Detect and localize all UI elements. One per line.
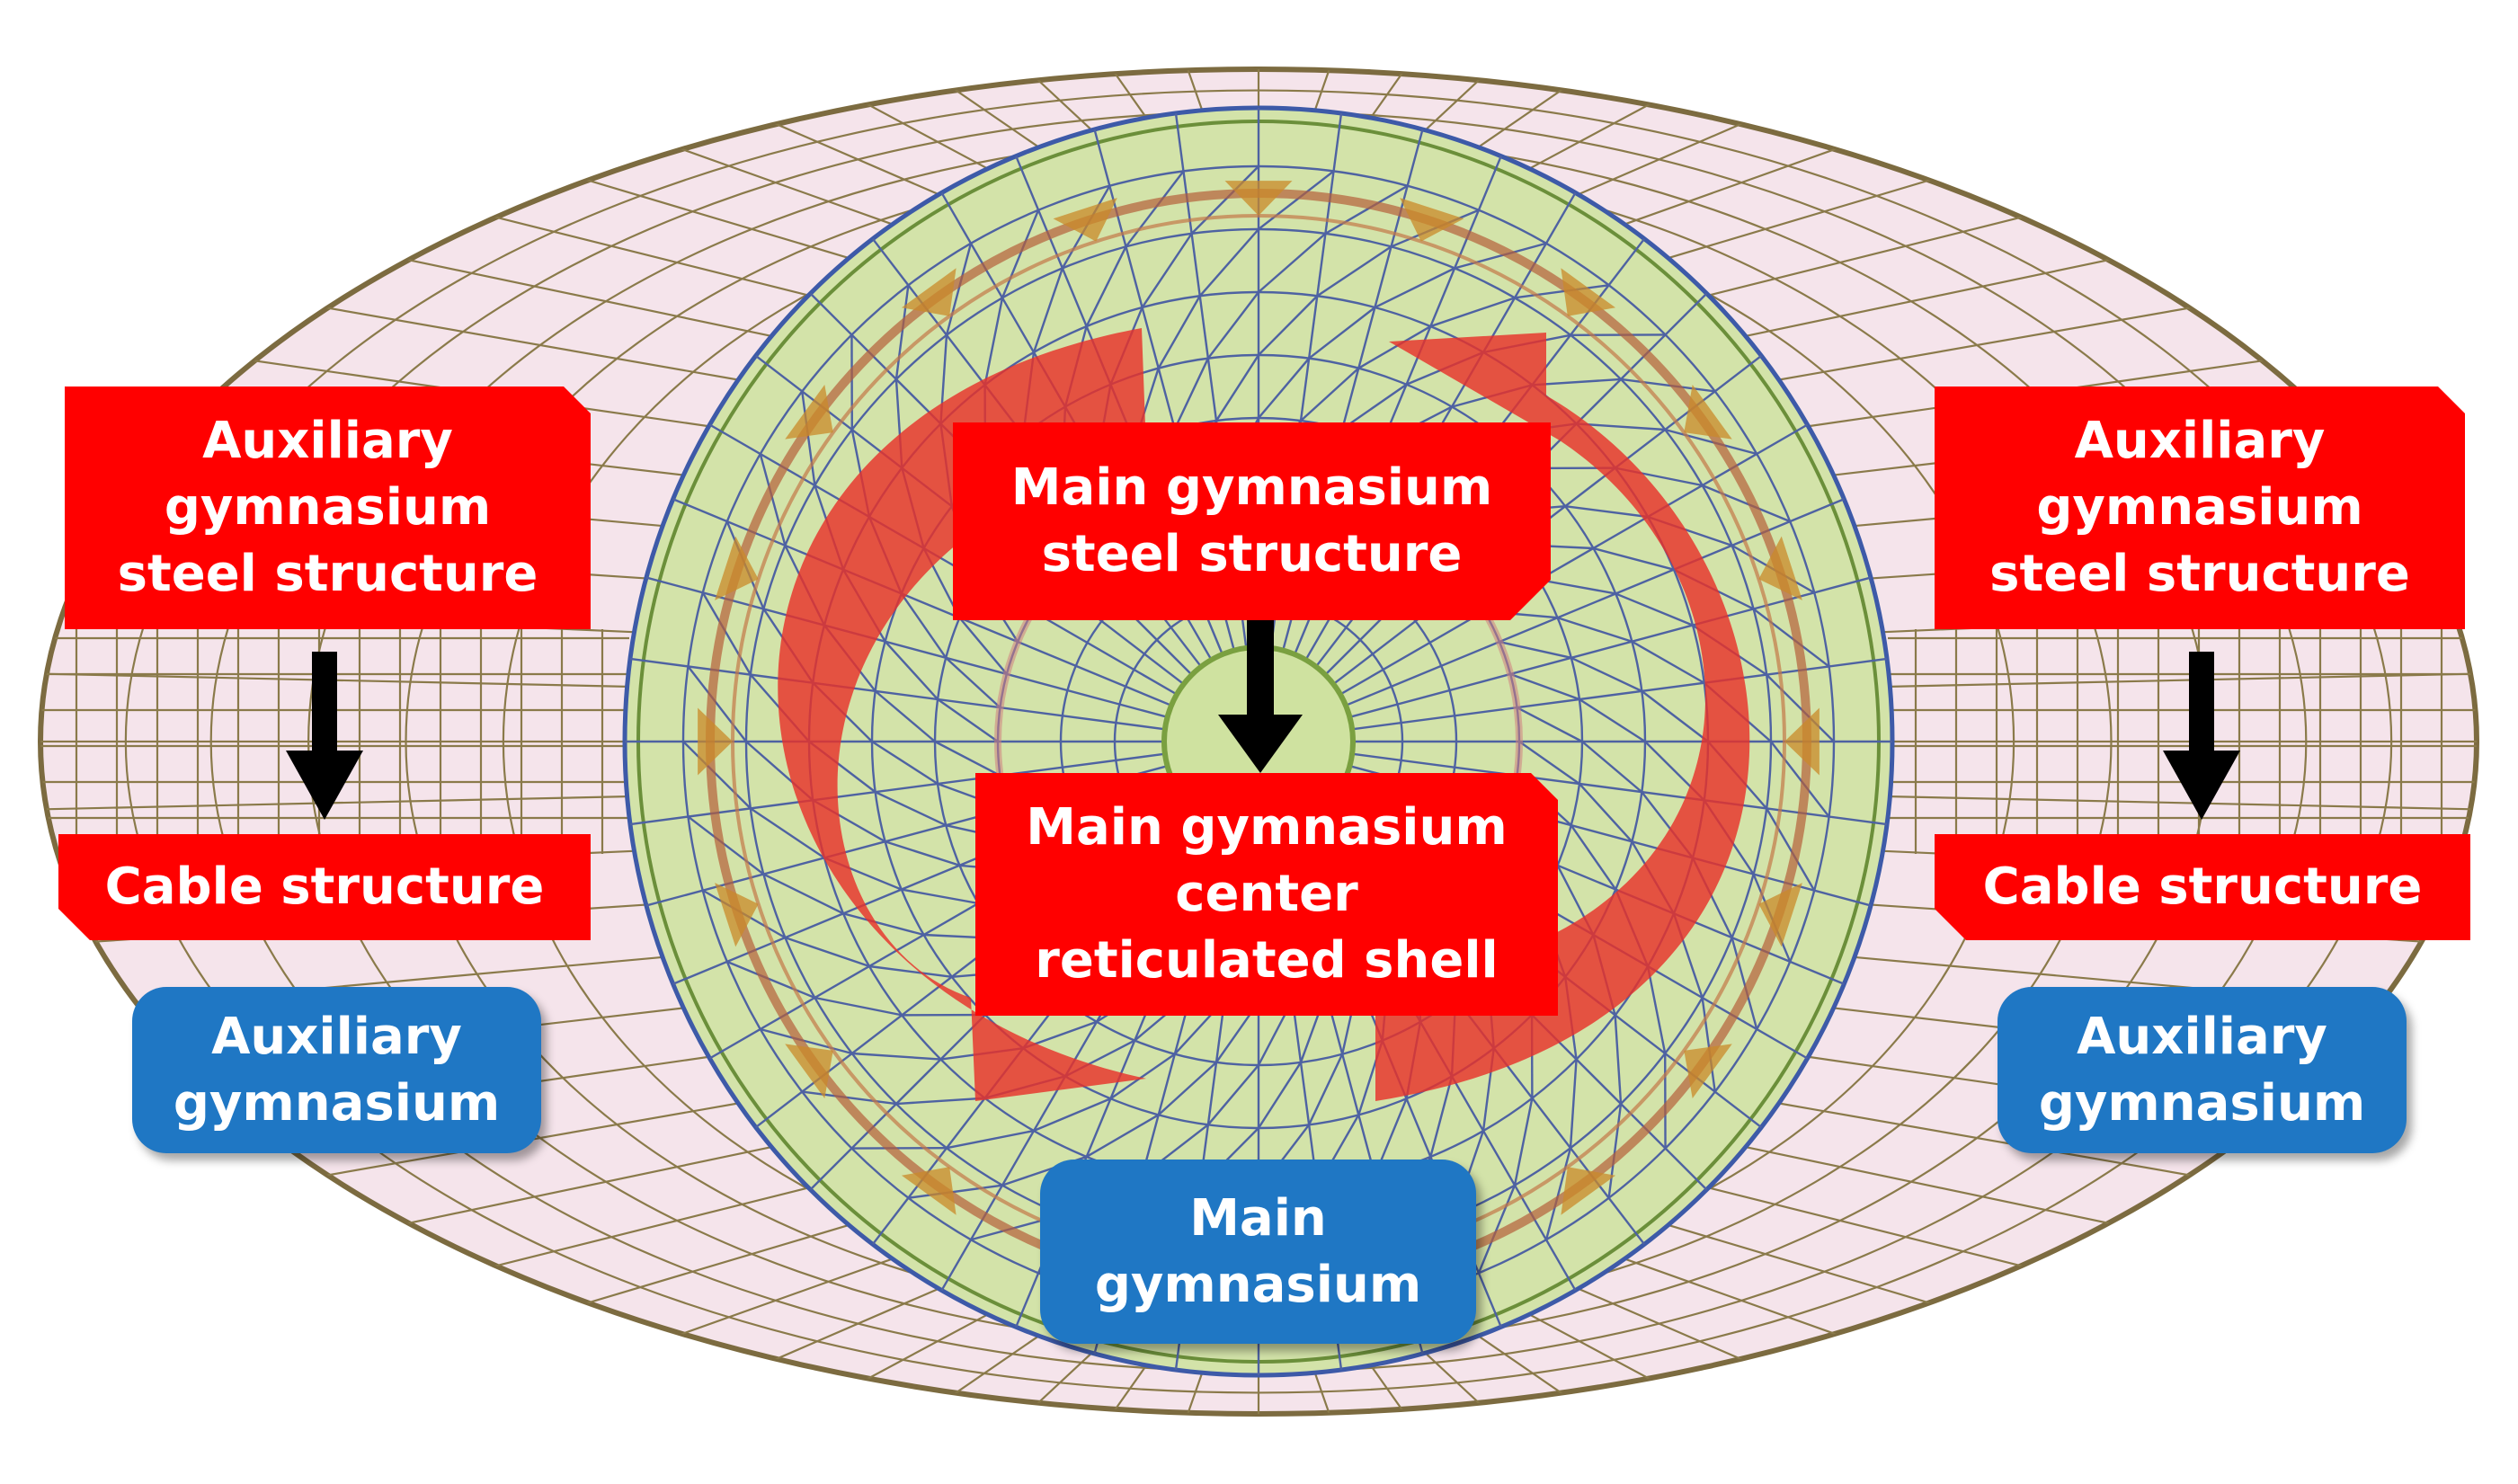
flow-arrow-left [286,652,363,820]
truss-node [1561,268,1616,316]
truss-node [785,384,833,440]
truss-node [901,1167,956,1215]
truss-node [1684,384,1732,440]
truss-node [1684,1044,1732,1099]
truss-node [1224,181,1293,216]
truss-node [715,536,759,600]
truss-node [1784,707,1820,776]
flow-arrow-center [1218,620,1303,773]
truss-node [1400,198,1464,242]
rotation-arrow-left [778,328,1146,1101]
truss-node [1561,1167,1616,1215]
flow-arrow-right [2163,652,2240,820]
truss-node [785,1044,833,1099]
rotation-arrow-right [1375,333,1750,1101]
truss-node [901,268,956,316]
truss-node [698,707,733,776]
truss-node [1758,883,1802,947]
cable-right-label: Cable structure [1935,834,2470,940]
truss-node [715,883,759,947]
cable-left-label: Cable structure [58,834,591,940]
truss-node [1053,198,1117,242]
truss-node [1758,536,1802,600]
